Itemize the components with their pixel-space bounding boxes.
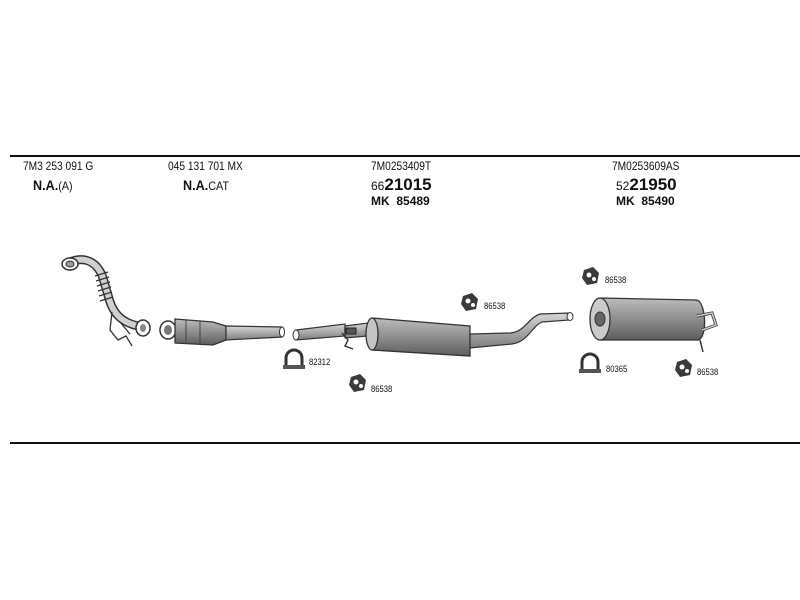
hardware-code: 86538 (605, 275, 627, 285)
bottom-divider (10, 442, 800, 444)
reference-middle-silencer: 6621015 (371, 176, 432, 194)
hardware-code: 86538 (484, 301, 506, 311)
top-divider (10, 155, 800, 157)
availability-suffix: CAT (208, 179, 229, 193)
availability-text: N.A. (33, 177, 59, 193)
rubber-mount-icon (675, 359, 692, 377)
mk-number: 85490 (641, 194, 675, 208)
part-number-middle-silencer: 7M0253409T (371, 159, 432, 173)
hardware-code: 86538 (371, 384, 393, 394)
hardware-code: 82312 (309, 357, 331, 367)
rubber-mount-icon (582, 267, 599, 285)
part-number-front-pipe: 7M3 253 091 G (23, 159, 94, 173)
hardware-code: 80365 (606, 364, 628, 374)
mk-label: MK (371, 194, 390, 208)
part-number-rear-silencer: 7M0253609AS (612, 159, 680, 173)
reference-prefix: 66 (371, 179, 385, 193)
part-number-catalytic-converter: 045 131 701 MX (168, 159, 243, 173)
rubber-mount-icon (349, 374, 366, 392)
mk-middle-silencer: MK 85489 (371, 195, 430, 207)
availability-front-pipe: N.A.(A) (33, 178, 73, 192)
clamp-icon (579, 352, 601, 373)
rubber-mount-icon (461, 293, 478, 311)
front-pipe (61, 255, 151, 347)
reference-rear-silencer: 5221950 (616, 176, 677, 194)
mk-number: 85489 (396, 194, 430, 208)
reference-number: 21950 (629, 175, 677, 194)
availability-text: N.A. (183, 177, 209, 193)
availability-suffix: (A) (58, 179, 73, 193)
mk-label: MK (616, 194, 635, 208)
reference-prefix: 52 (616, 179, 630, 193)
middle-silencer (292, 312, 574, 357)
catalytic-converter (159, 318, 285, 346)
reference-number: 21015 (384, 175, 432, 194)
availability-catalytic-converter: N.A.CAT (183, 178, 229, 192)
mk-rear-silencer: MK 85490 (616, 195, 675, 207)
rear-silencer (589, 297, 718, 353)
clamp-icon (283, 348, 305, 369)
hardware-code: 86538 (697, 367, 719, 377)
